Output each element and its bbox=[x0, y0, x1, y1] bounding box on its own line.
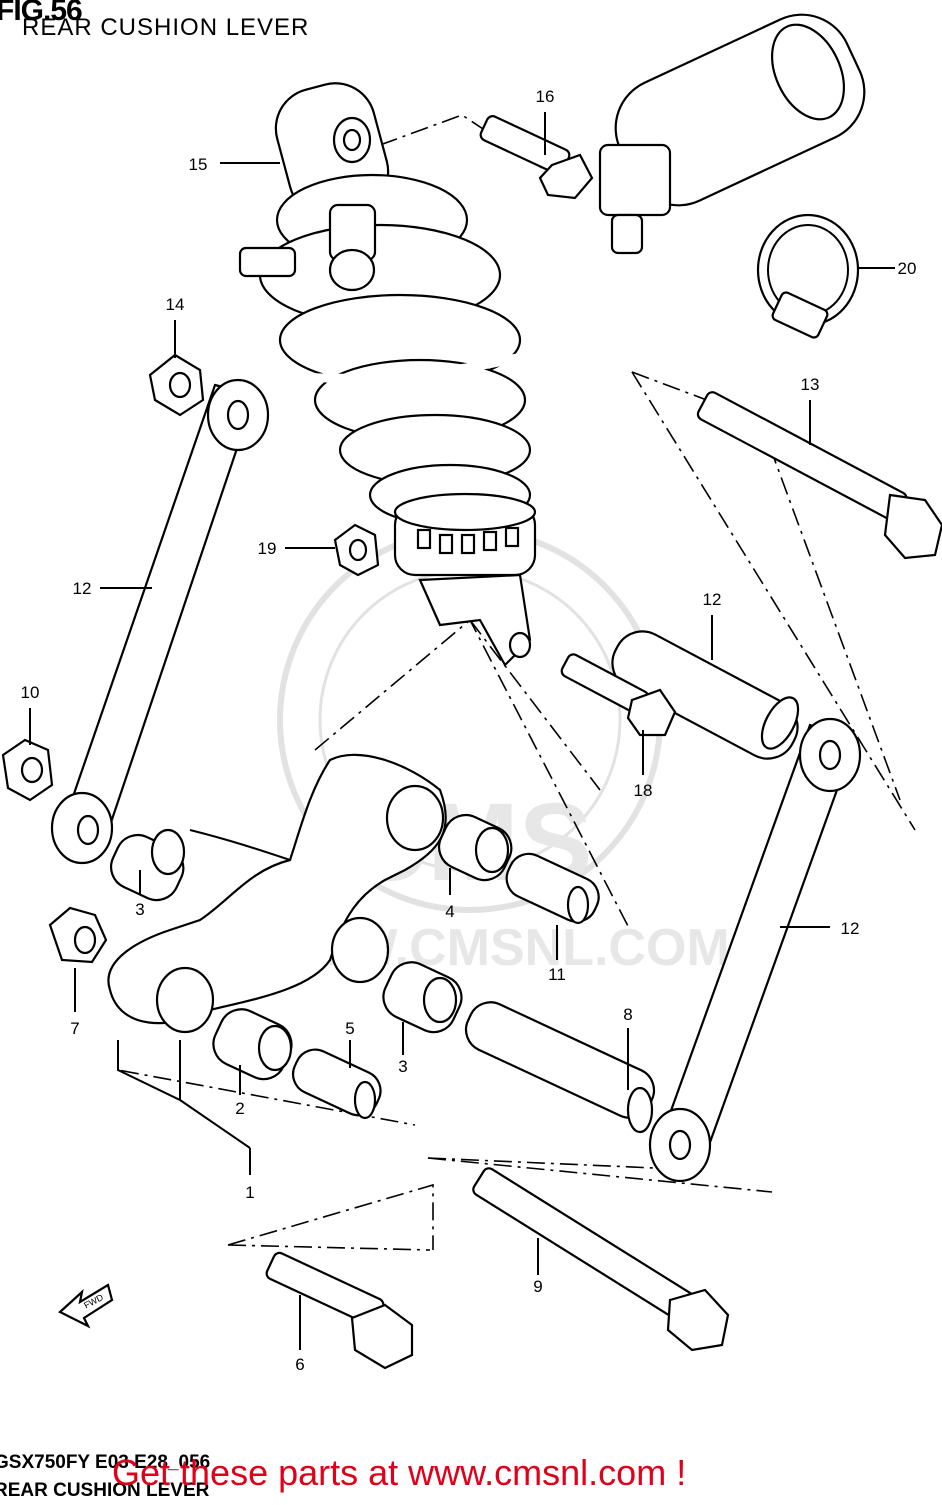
part-4-bushing bbox=[438, 813, 513, 882]
part-9-bolt bbox=[472, 1167, 730, 1352]
callout-leader-lines bbox=[29, 112, 895, 1350]
shock-reservoir bbox=[598, 13, 866, 255]
figure-subtitle: REAR CUSHION LEVER bbox=[22, 14, 310, 41]
callout-18: 18 bbox=[634, 781, 653, 800]
callout-10: 10 bbox=[21, 683, 40, 702]
part-16-rear-shock-absorber bbox=[197, 82, 630, 667]
part-15-nut bbox=[148, 353, 205, 417]
callout-8: 8 bbox=[623, 1005, 632, 1024]
part-12-left-tie-rod bbox=[50, 378, 270, 865]
part-19-nut bbox=[333, 523, 380, 577]
callout-6: 6 bbox=[295, 1355, 304, 1374]
callout-5: 5 bbox=[345, 1019, 354, 1038]
callout-19: 19 bbox=[258, 539, 277, 558]
callout-7: 7 bbox=[70, 1019, 79, 1038]
callout-11: 11 bbox=[548, 965, 566, 984]
buy-parts-link[interactable]: Get these parts at www.cmsnl.com ! bbox=[112, 1452, 687, 1493]
part-17-bolt bbox=[479, 115, 594, 200]
part-3-bushing-right bbox=[382, 961, 463, 1034]
part-5-spacer bbox=[291, 1048, 382, 1120]
callout-12-right: 12 bbox=[841, 919, 860, 938]
callout-1: 1 bbox=[245, 1183, 254, 1202]
callout-16: 15 bbox=[189, 155, 208, 174]
model-code: GSX750FY E03 E28_056 bbox=[0, 1452, 211, 1473]
callout-12-left: 12 bbox=[73, 579, 92, 598]
part-7-nut bbox=[48, 906, 108, 964]
part-14-bolt bbox=[696, 391, 942, 560]
callout-17: 16 bbox=[536, 87, 555, 106]
callout-labels: 16 15 14 20 13 19 12 12 10 18 3 4 11 12 … bbox=[21, 87, 917, 1374]
footer-title: REAR CUSHION LEVER bbox=[0, 1480, 210, 1501]
part-8-spacer bbox=[464, 1001, 656, 1134]
part-20-hose-clamp bbox=[756, 213, 860, 339]
part-13-spacer bbox=[611, 630, 800, 760]
part-11-spacer bbox=[505, 852, 600, 925]
part-12-right-tie-rod bbox=[648, 717, 862, 1183]
callout-20: 20 bbox=[898, 259, 917, 278]
callout-3-left: 3 bbox=[135, 900, 144, 919]
forward-direction-arrow-icon: FWD bbox=[58, 1283, 114, 1329]
callout-3-right: 3 bbox=[398, 1057, 407, 1076]
callout-13: 12 bbox=[703, 590, 722, 609]
part-2-bushing bbox=[212, 1008, 293, 1081]
callout-4: 4 bbox=[445, 902, 454, 921]
part-18-bolt bbox=[560, 653, 677, 737]
part-3-bushing-left bbox=[110, 828, 186, 902]
callout-9: 9 bbox=[533, 1277, 542, 1296]
part-1-cushion-lever bbox=[107, 753, 447, 1034]
callout-14: 13 bbox=[801, 375, 820, 394]
part-10-nut bbox=[1, 738, 54, 802]
part-6-bolt bbox=[265, 1251, 414, 1370]
callout-15: 14 bbox=[166, 295, 185, 314]
callout-2: 2 bbox=[235, 1099, 244, 1118]
figure-number: FIG.56 bbox=[0, 0, 83, 27]
